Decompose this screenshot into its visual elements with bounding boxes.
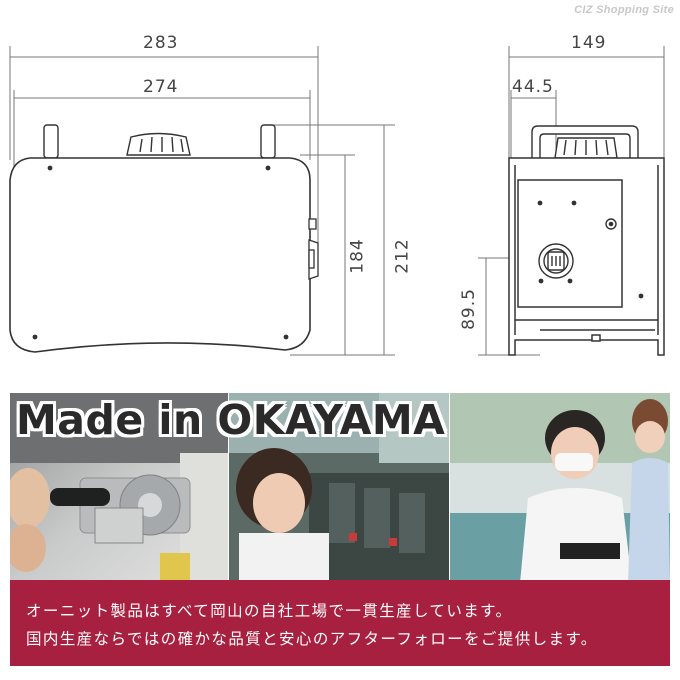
front-knob — [126, 132, 191, 156]
side-screws — [537, 200, 644, 299]
front-dimension-lines — [9, 46, 395, 356]
front-side-controls — [308, 218, 319, 280]
dim-front-height-total: 212 — [392, 238, 413, 274]
side-knob — [554, 137, 618, 159]
front-view-drawing — [9, 46, 665, 356]
dim-side-outlet-height: 89.5 — [458, 288, 479, 330]
front-screws — [32, 165, 289, 340]
dim-side-handle-offset: 44.5 — [512, 77, 554, 97]
banner-line-1: オーニット製品はすべて岡山の自社工場で一貫生産しています。 — [26, 602, 513, 620]
side-dial — [605, 218, 617, 230]
dim-side-width: 149 — [571, 33, 607, 53]
dim-front-width-outer: 283 — [143, 33, 179, 53]
tool-assembly-photo — [10, 393, 228, 583]
dim-front-width-inner: 274 — [143, 77, 179, 97]
front-body-outline — [9, 157, 311, 353]
front-posts — [43, 124, 276, 159]
side-body — [508, 157, 665, 356]
photo-strip — [10, 393, 670, 583]
made-in-okayama-headline: Made in OKAYAMA — [16, 396, 446, 444]
banner-line-2: 国内生産ならではの確かな品質と安心のアフターフォローをご提供します。 — [26, 630, 598, 648]
watermark: CIZ Shopping Site — [574, 4, 674, 16]
dim-front-height-body: 184 — [347, 238, 368, 274]
inspection-worker-photo — [450, 393, 670, 583]
production-banner: オーニット製品はすべて岡山の自社工場で一貫生産しています。 国内生産ならではの確… — [10, 580, 670, 666]
side-outlet — [538, 243, 574, 279]
factory-worker-photo — [229, 393, 449, 583]
